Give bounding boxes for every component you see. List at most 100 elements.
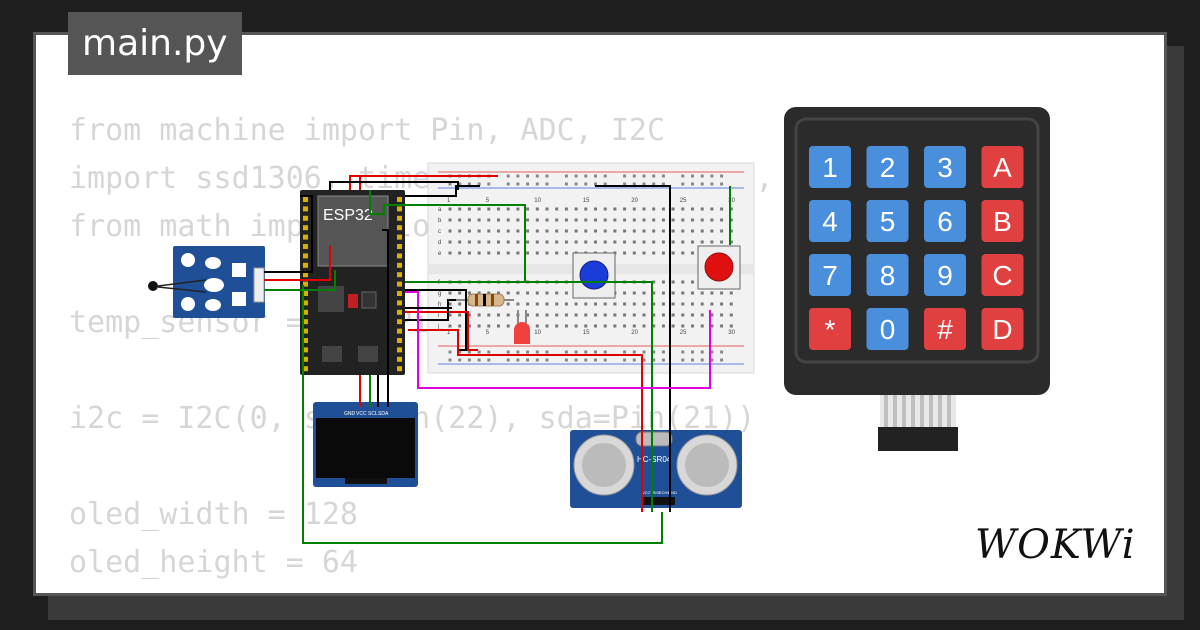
breadboard-hole <box>564 313 568 317</box>
breadboard-hole <box>613 240 617 244</box>
keypad-key[interactable]: * <box>809 308 851 350</box>
keypad-key[interactable]: 6 <box>924 200 966 242</box>
breadboard-hole <box>584 218 588 222</box>
breadboard-hole <box>603 302 607 306</box>
file-tab[interactable]: main.py <box>68 12 242 75</box>
breadboard-hole <box>584 229 588 233</box>
breadboard-rail-hole <box>710 358 714 362</box>
keypad-key[interactable]: 4 <box>809 200 851 242</box>
breadboard-rail-hole <box>632 182 636 186</box>
keypad-key[interactable]: 3 <box>924 146 966 188</box>
breadboard-row-label: b <box>438 218 442 224</box>
esp32-pin <box>397 197 402 202</box>
breadboard-rail-hole <box>458 350 462 354</box>
breadboard-hole <box>458 240 462 244</box>
breadboard-rail-hole <box>603 182 607 186</box>
breadboard-hole <box>729 291 733 295</box>
breadboard-hole <box>661 207 665 211</box>
esp32-pin <box>303 234 308 240</box>
breadboard-rail-hole <box>506 350 510 354</box>
esp32-pin <box>303 253 308 259</box>
esp32-pin <box>397 206 402 212</box>
breadboard-column-label: 10 <box>534 330 541 336</box>
breadboard-column-label: 30 <box>728 330 735 336</box>
breadboard-rail-hole <box>535 182 539 186</box>
breadboard-hole <box>720 207 724 211</box>
breadboard-hole <box>545 302 549 306</box>
breadboard-hole <box>535 207 539 211</box>
ultrasonic-sensor[interactable]: HC-SR04 VCC TRIG ECHO GND <box>570 430 742 508</box>
breadboard-hole <box>710 324 714 328</box>
push-button-blue[interactable] <box>572 252 616 299</box>
breadboard-hole <box>526 207 530 211</box>
esp32-pin <box>303 244 308 249</box>
keypad-key[interactable]: B <box>981 200 1024 242</box>
breadboard-hole <box>661 302 665 306</box>
breadboard-hole <box>691 313 694 317</box>
esp32-pin <box>303 319 308 325</box>
breadboard-hole <box>506 229 510 233</box>
breadboard-rail-hole <box>458 182 462 186</box>
keypad-key[interactable]: 8 <box>866 254 909 296</box>
breadboard-hole <box>661 240 665 244</box>
oled-display[interactable]: GND VCC SCL SDA <box>313 402 418 487</box>
breadboard-hole <box>477 251 481 255</box>
breadboard-hole <box>661 229 665 233</box>
breadboard-hole <box>652 291 656 295</box>
breadboard-rail-hole <box>448 358 452 362</box>
breadboard-hole <box>526 302 530 306</box>
keypad-key[interactable]: 9 <box>924 254 966 296</box>
temperature-sensor-module[interactable] <box>148 246 265 318</box>
breadboard-hole <box>516 229 520 233</box>
breadboard-hole <box>652 207 656 211</box>
breadboard-hole <box>710 313 714 317</box>
breadboard-hole <box>467 324 471 328</box>
resistor[interactable] <box>456 293 514 307</box>
breadboard-hole <box>545 218 549 222</box>
breadboard-rail-hole <box>467 350 471 354</box>
breadboard-hole <box>603 207 607 211</box>
breadboard-rail-hole <box>623 358 627 362</box>
breadboard-hole <box>564 324 568 328</box>
esp32-board[interactable]: ESP32 <box>300 190 405 375</box>
breadboard-hole <box>691 291 694 295</box>
keypad-key[interactable]: # <box>924 308 966 350</box>
breadboard-rail-hole <box>720 358 724 362</box>
keypad-key[interactable]: 5 <box>866 200 909 242</box>
breadboard-hole <box>487 240 491 244</box>
code-line: from machine import Pin, ADC, I2C <box>69 113 666 148</box>
keypad-key[interactable]: 2 <box>866 146 909 188</box>
breadboard-column-label: 1 <box>447 330 451 336</box>
breadboard-hole <box>584 207 588 211</box>
breadboard-hole <box>691 240 694 244</box>
breadboard-hole <box>584 302 588 306</box>
keypad-key[interactable]: A <box>981 146 1024 188</box>
breadboard-rail-hole <box>535 174 539 178</box>
keypad-key[interactable]: 1 <box>809 146 851 188</box>
breadboard-rail-hole <box>506 358 510 362</box>
wire-red <box>264 246 331 281</box>
keypad-key[interactable]: D <box>981 308 1024 350</box>
led-red[interactable] <box>514 310 530 344</box>
keypad-key[interactable]: 7 <box>809 254 851 296</box>
breadboard-hole <box>574 207 578 211</box>
ultrasonic-pin-label: TRIG <box>650 490 660 495</box>
esp32-pin <box>303 300 308 306</box>
push-button-red[interactable] <box>697 245 741 290</box>
keypad-key-label: 6 <box>937 206 953 237</box>
keypad-key[interactable]: 0 <box>866 308 909 350</box>
breadboard-hole <box>661 291 665 295</box>
breadboard-rail-hole <box>564 182 568 186</box>
breadboard-rail-hole <box>642 358 646 362</box>
breadboard-hole <box>710 302 714 306</box>
breadboard-rail-hole <box>516 350 520 354</box>
keypad-key[interactable]: C <box>981 254 1024 296</box>
breadboard-hole <box>448 324 452 328</box>
breadboard-hole <box>516 291 520 295</box>
esp32-pin <box>303 206 308 212</box>
breadboard-row-label: a <box>438 207 442 213</box>
breadboard-rail-hole <box>584 358 588 362</box>
breadboard-hole <box>506 302 510 306</box>
breadboard-hole <box>477 313 481 317</box>
